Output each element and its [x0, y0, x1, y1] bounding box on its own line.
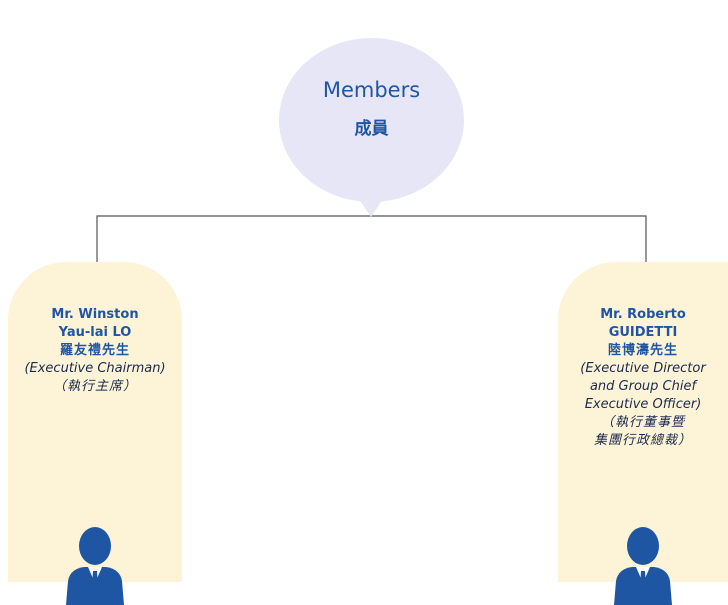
member-role-cn-line1: （執行董事暨	[600, 415, 685, 430]
member-name-line1: Mr. Winston	[51, 307, 139, 322]
members-title: Members	[322, 78, 421, 102]
member-role-cn-line2: 集團行政總裁）	[593, 433, 692, 448]
member-name-line2: GUIDETTI	[608, 325, 678, 340]
member-card-guidetti: Mr. Roberto GUIDETTI 陸博濤先生 (Executive Di…	[558, 262, 728, 605]
member-name-cn: 陸博濤先生	[607, 343, 678, 358]
member-role-line3: Executive Officer)	[584, 397, 702, 412]
member-name-line2: Yau-lai LO	[58, 325, 132, 340]
person-icon	[614, 527, 672, 605]
member-name-line1: Mr. Roberto	[600, 307, 686, 322]
bubble-pointer	[357, 196, 385, 217]
member-card-lo: Mr. Winston Yau-lai LO 羅友禮先生 (Executive …	[8, 262, 182, 605]
member-role: (Executive Chairman)	[24, 361, 166, 376]
member-info: Mr. Roberto GUIDETTI 陸博濤先生 (Executive Di…	[558, 306, 728, 450]
person-icon	[66, 527, 124, 605]
member-info: Mr. Winston Yau-lai LO 羅友禮先生 (Executive …	[8, 306, 182, 396]
members-title-cn: 成員	[354, 119, 389, 139]
member-name-cn: 羅友禮先生	[59, 343, 130, 358]
member-role-line1: (Executive Director	[580, 361, 706, 376]
member-role-line2: and Group Chief	[589, 379, 697, 394]
member-role-cn: （執行主席）	[52, 379, 137, 394]
members-bubble: Members 成員	[279, 38, 464, 202]
